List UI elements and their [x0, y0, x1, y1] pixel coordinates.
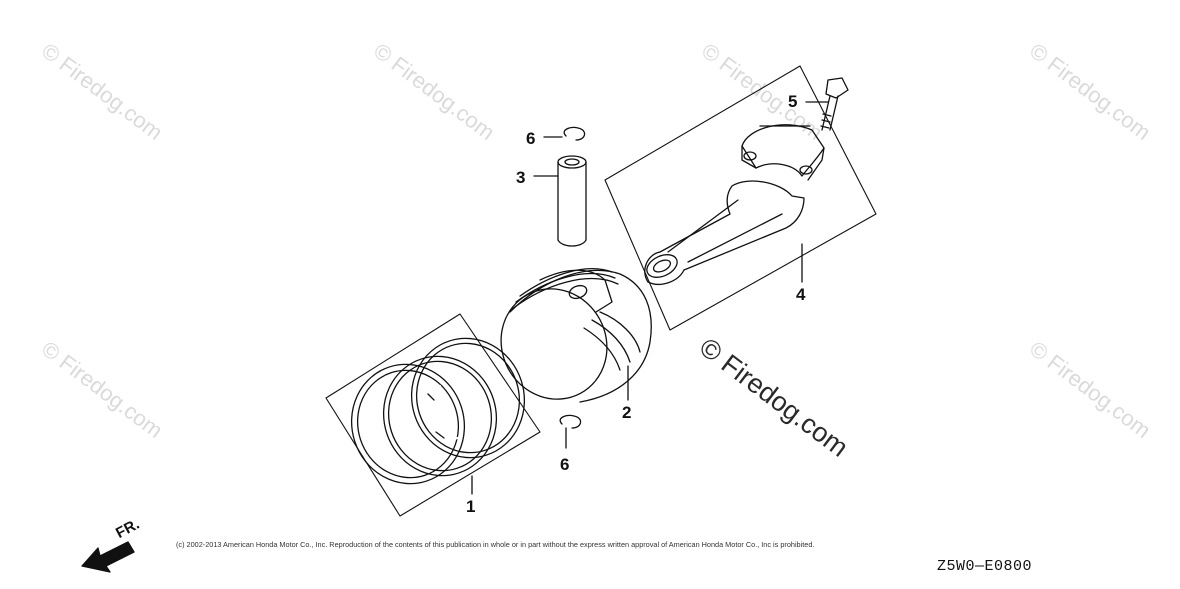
callout-5[interactable]: 5 [788, 92, 798, 111]
front-direction-arrow [81, 541, 135, 573]
copyright-notice: (c) 2002-2013 American Honda Motor Co., … [176, 540, 815, 549]
callout-4[interactable]: 4 [796, 285, 806, 304]
piston-rings-part[interactable] [325, 313, 541, 517]
piston-part[interactable] [482, 268, 652, 418]
callout-6-bottom[interactable]: 6 [560, 455, 570, 474]
piston-pin-part[interactable] [533, 155, 587, 247]
callout-2[interactable]: 2 [622, 403, 632, 422]
connecting-rod-part[interactable] [604, 65, 877, 331]
diagram-code: Z5W0—E0800 [937, 558, 1033, 575]
callout-3[interactable]: 3 [516, 168, 526, 187]
callout-1[interactable]: 1 [466, 497, 476, 516]
rod-bolt-part[interactable] [805, 77, 849, 131]
callout-6-top[interactable]: 6 [526, 129, 536, 148]
pin-clip-part[interactable] [543, 126, 586, 449]
